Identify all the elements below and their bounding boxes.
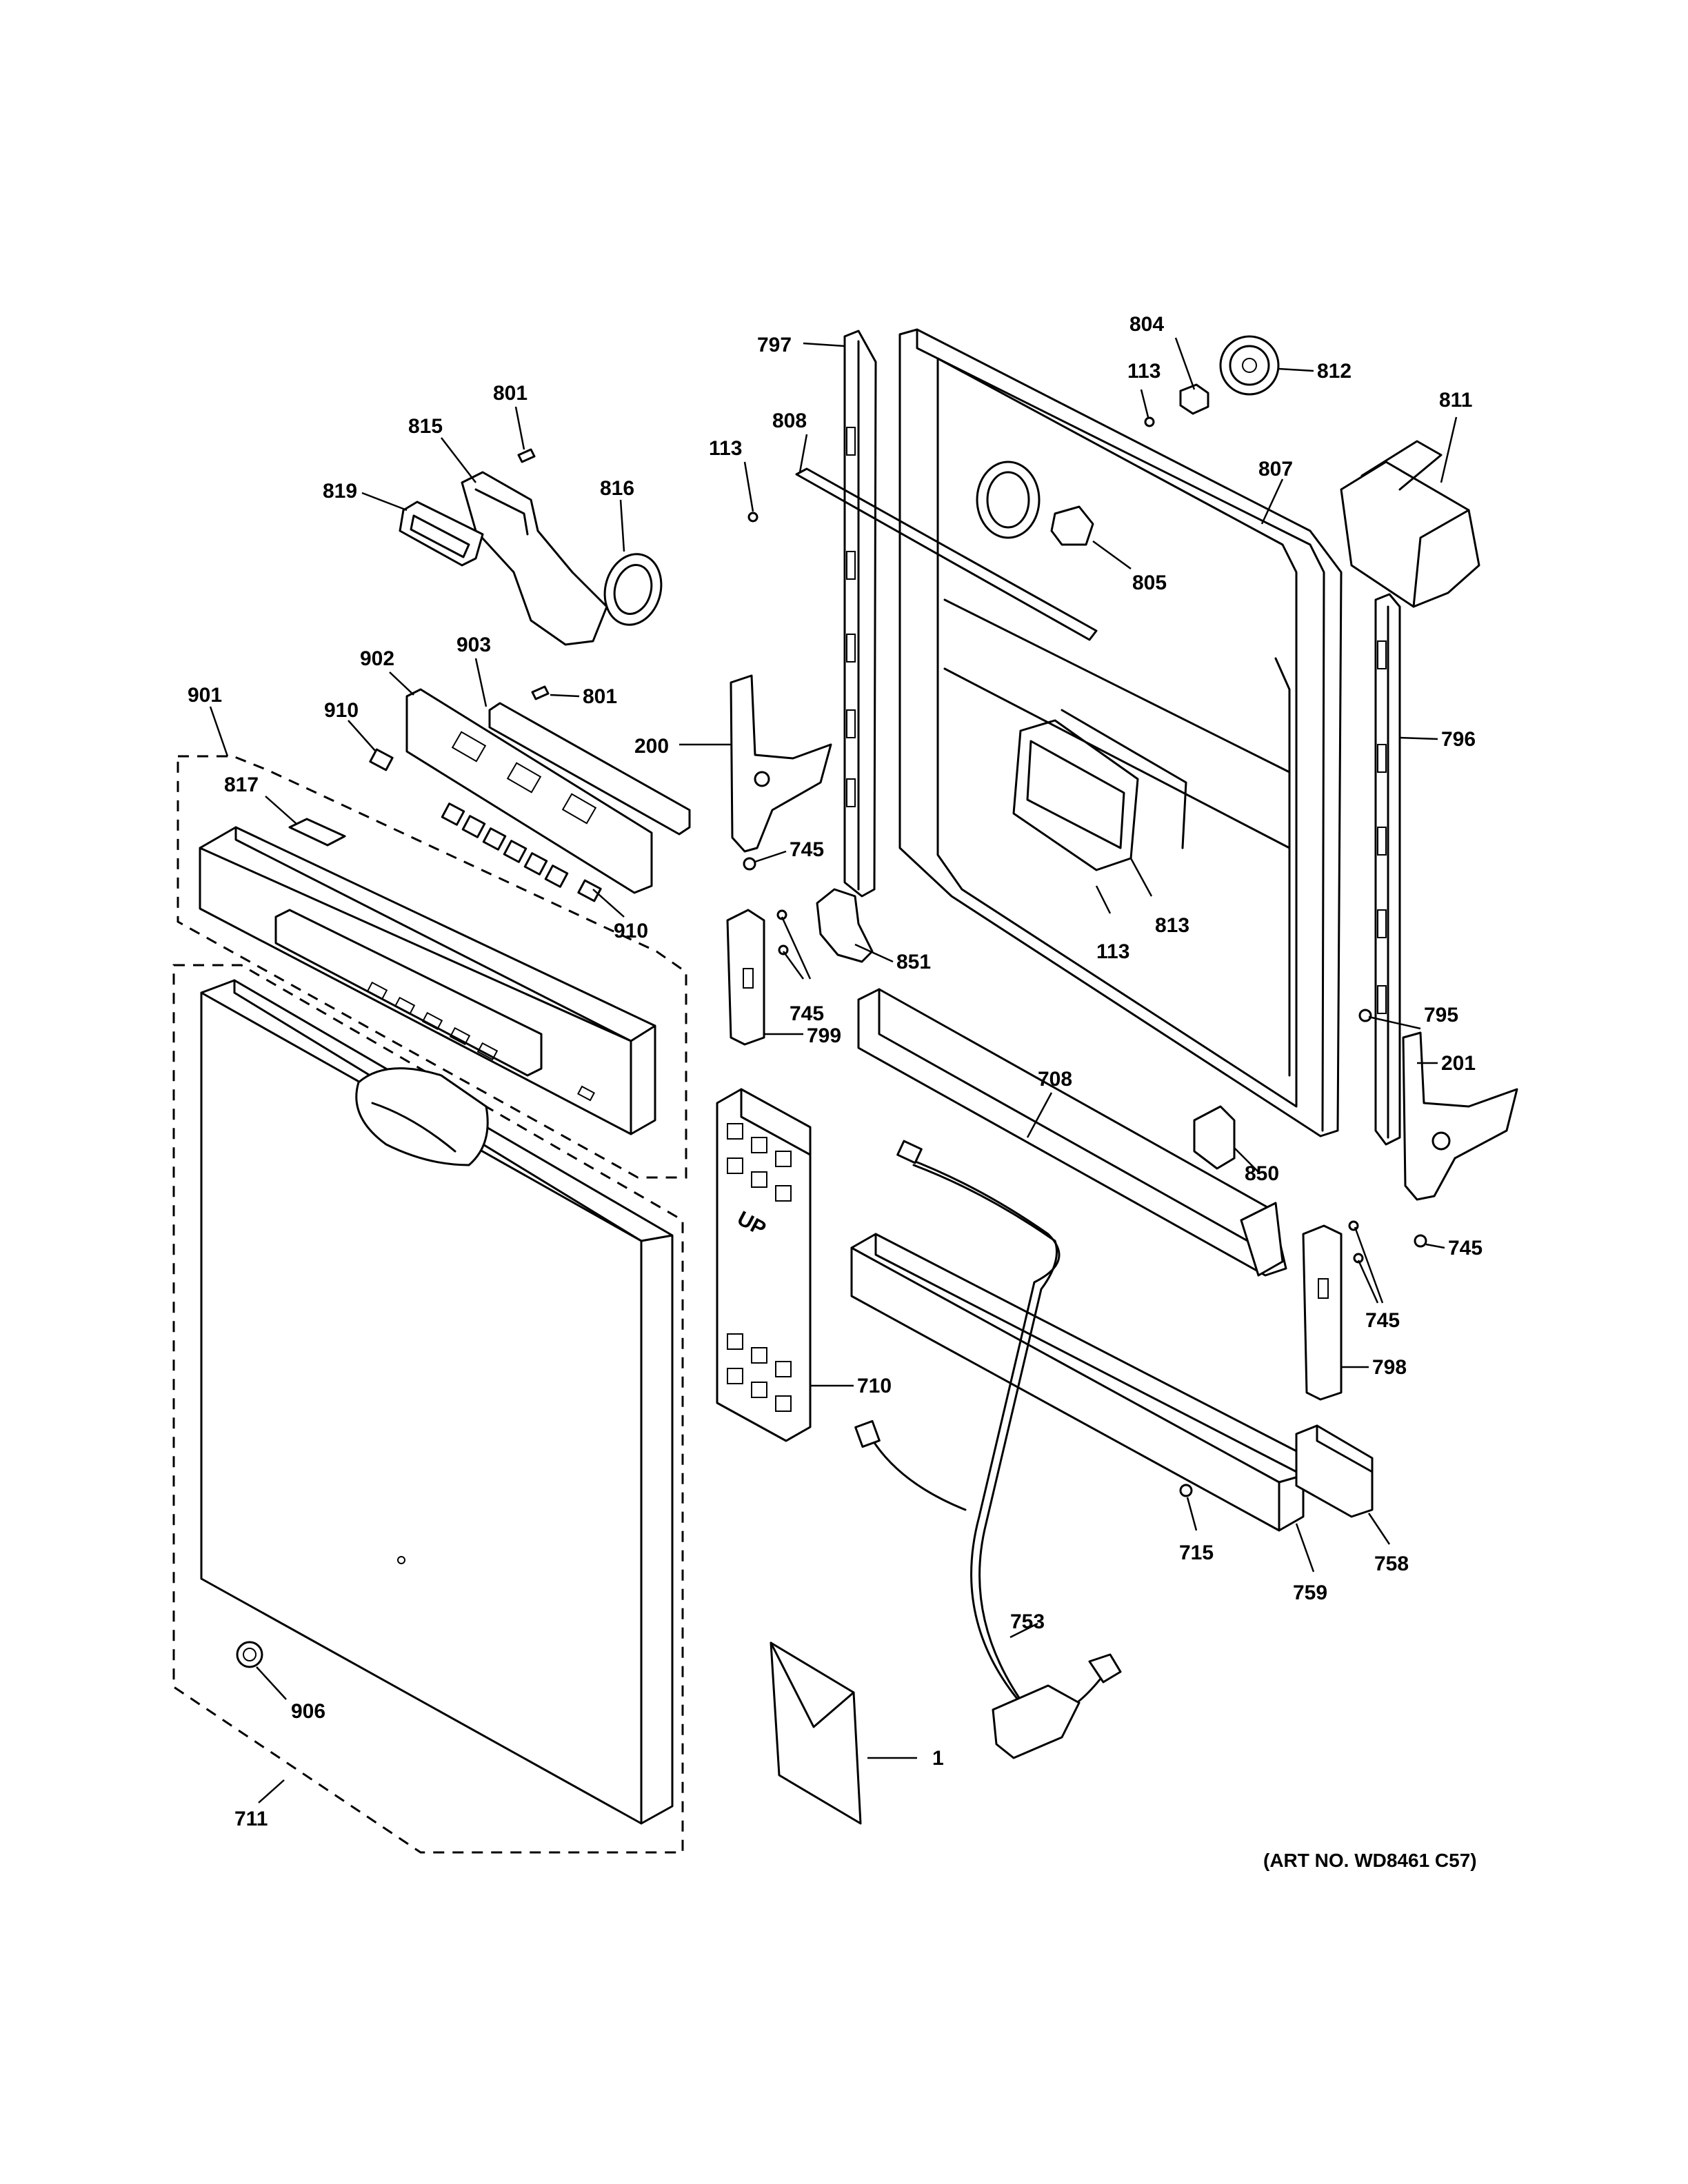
callout-801-top: 801 xyxy=(493,382,528,405)
callout-799: 799 xyxy=(807,1024,841,1047)
door-latch-bracket xyxy=(816,888,874,963)
callout-801-mid: 801 xyxy=(583,685,617,708)
art-number: (ART NO. WD8461 C57) xyxy=(1263,1850,1477,1871)
strike-bracket xyxy=(1193,1105,1236,1170)
left-bracket xyxy=(726,909,765,1046)
callout-910-bottom: 910 xyxy=(614,920,648,942)
callout-745-lower: 745 xyxy=(1365,1309,1400,1332)
callout-851: 851 xyxy=(896,951,931,973)
rail-end-block xyxy=(1295,1424,1374,1518)
callout-815: 815 xyxy=(408,415,443,438)
callout-796: 796 xyxy=(1441,728,1476,751)
callout-812: 812 xyxy=(1317,360,1352,383)
callout-113-left: 113 xyxy=(709,437,742,460)
button-keys xyxy=(369,748,602,902)
callout-910-top: 910 xyxy=(324,699,359,722)
top-components xyxy=(1050,335,1480,608)
callout-850: 850 xyxy=(1245,1162,1279,1185)
callout-819: 819 xyxy=(323,480,357,503)
callout-753: 753 xyxy=(1010,1610,1045,1633)
right-bracket xyxy=(1302,1224,1343,1401)
callout-745-hinge: 745 xyxy=(790,838,824,861)
spacer-block xyxy=(716,1088,812,1442)
control-panel xyxy=(199,818,656,1135)
callout-200: 200 xyxy=(634,735,669,758)
door-panel-assembly-outline xyxy=(172,964,684,1854)
vent-duct xyxy=(399,471,663,646)
callout-903: 903 xyxy=(456,634,491,656)
callout-811: 811 xyxy=(1439,389,1472,412)
callout-804: 804 xyxy=(1129,313,1164,336)
door-support-bar xyxy=(857,988,1287,1277)
callout-906: 906 xyxy=(291,1700,325,1723)
callout-813: 813 xyxy=(1155,914,1189,937)
callout-745-bracket: 745 xyxy=(790,1002,824,1025)
bottom-door-rail xyxy=(850,1233,1305,1532)
inner-door-liner xyxy=(898,328,1343,1138)
callout-1: 1 xyxy=(932,1747,944,1770)
door-seal-strip xyxy=(795,467,1098,641)
callout-797: 797 xyxy=(757,334,792,356)
callout-113-top: 113 xyxy=(1127,360,1160,383)
callout-201: 201 xyxy=(1441,1052,1476,1075)
callout-708: 708 xyxy=(1038,1068,1072,1091)
callout-113-bottom: 113 xyxy=(1096,940,1129,963)
callout-817: 817 xyxy=(224,774,259,796)
left-door-trim xyxy=(843,330,877,898)
callout-745-right: 745 xyxy=(1448,1237,1483,1260)
callout-758: 758 xyxy=(1374,1553,1409,1575)
control-board xyxy=(405,688,691,894)
callout-901: 901 xyxy=(188,684,222,707)
callout-759: 759 xyxy=(1293,1581,1327,1604)
vent-fan-icon xyxy=(1219,335,1280,396)
left-hinge xyxy=(730,674,832,853)
callout-711: 711 xyxy=(234,1808,268,1830)
vent-ring xyxy=(603,553,663,626)
callout-902: 902 xyxy=(360,647,394,670)
callout-808: 808 xyxy=(772,410,807,432)
callout-795: 795 xyxy=(1424,1004,1458,1027)
outer-door-panel xyxy=(200,979,674,1825)
callout-816: 816 xyxy=(600,477,634,500)
callout-805: 805 xyxy=(1132,572,1167,594)
ge-logo-icon xyxy=(236,1641,263,1668)
callout-807: 807 xyxy=(1258,458,1293,481)
right-hinge xyxy=(1402,1031,1518,1201)
wire-harness xyxy=(854,1140,1122,1759)
literature-envelope xyxy=(770,1641,862,1825)
callout-715: 715 xyxy=(1179,1541,1214,1564)
callout-710: 710 xyxy=(857,1375,892,1397)
control-panel-assembly-outline xyxy=(177,755,687,1179)
right-door-trim xyxy=(1374,593,1401,1146)
callout-798: 798 xyxy=(1372,1356,1407,1379)
